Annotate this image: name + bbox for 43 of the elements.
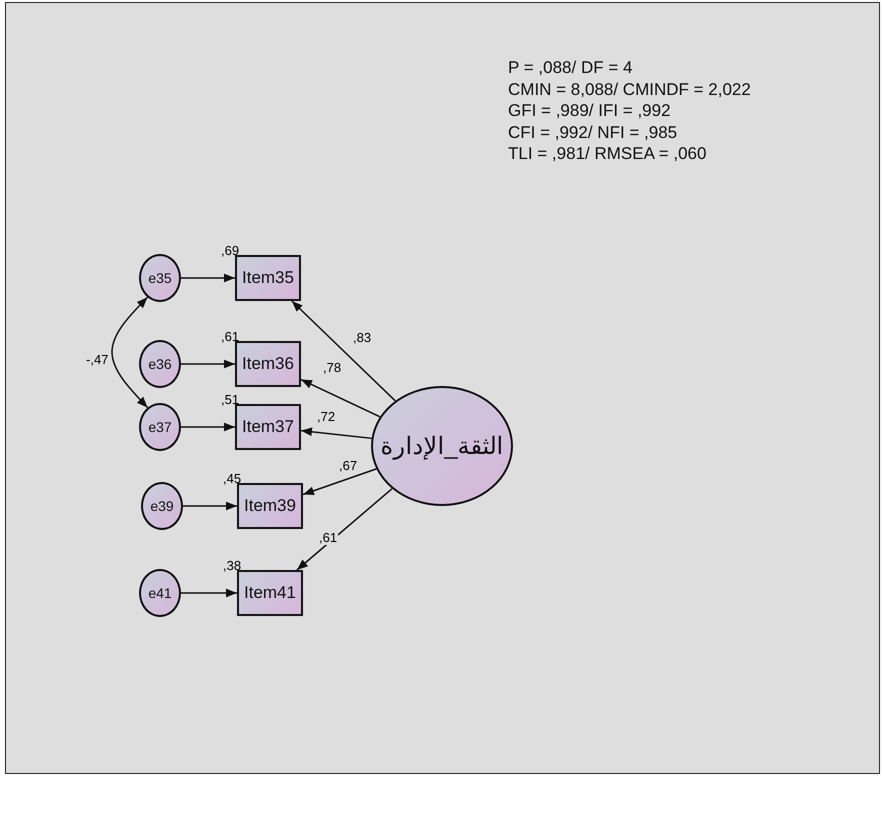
observed-variable-box bbox=[237, 570, 303, 616]
fit-statistic: GFI = ,989/ IFI = ,992 bbox=[508, 101, 671, 121]
r-squared-value: ,51 bbox=[221, 392, 240, 407]
fit-statistic: P = ,088/ DF = 4 bbox=[508, 58, 632, 78]
arrow bbox=[300, 378, 380, 418]
variable-name: e39 bbox=[150, 498, 174, 514]
variable-name: Item36 bbox=[242, 354, 294, 374]
fit-statistic: CMIN = 8,088/ CMINDF = 2,022 bbox=[508, 80, 751, 100]
variable-name: Item41 bbox=[244, 583, 296, 603]
edge-label: ,67 bbox=[338, 458, 358, 473]
edge-label: -,47 bbox=[85, 352, 110, 367]
fit-statistic: TLI = ,981/ RMSEA = ,060 bbox=[508, 144, 706, 164]
observed-variable-box bbox=[235, 341, 301, 387]
variable-name: Item37 bbox=[242, 417, 294, 437]
variable-name: e41 bbox=[148, 585, 172, 601]
variable-name: e36 bbox=[148, 356, 172, 372]
observed-variable-box bbox=[237, 483, 303, 529]
r-squared-value: ,69 bbox=[221, 243, 240, 258]
arrow bbox=[181, 274, 235, 282]
arrow bbox=[181, 360, 235, 368]
observed-variable-box bbox=[235, 255, 301, 301]
arrow bbox=[183, 502, 237, 510]
arrow bbox=[302, 468, 377, 496]
arrow bbox=[181, 422, 235, 432]
variable-name: الثقة_الإدارة bbox=[380, 432, 504, 460]
edge-label: ,61 bbox=[318, 530, 338, 545]
r-squared-value: ,45 bbox=[223, 471, 242, 486]
variable-name: Item39 bbox=[244, 496, 296, 516]
arrow bbox=[296, 488, 393, 571]
arrow bbox=[300, 427, 372, 440]
fit-statistic: CFI = ,992/ NFI = ,985 bbox=[508, 122, 678, 142]
variable-name: Item35 bbox=[242, 268, 294, 288]
arrow bbox=[291, 300, 396, 402]
edge-label: ,72 bbox=[316, 409, 336, 424]
edge-label: ,83 bbox=[352, 330, 372, 345]
variable-name: e37 bbox=[148, 419, 172, 435]
edge-label: ,78 bbox=[322, 360, 342, 375]
covariance-arrow bbox=[111, 296, 148, 408]
variable-name: e35 bbox=[148, 270, 172, 286]
observed-variable-box bbox=[235, 404, 301, 450]
arrow bbox=[181, 588, 237, 598]
r-squared-value: ,38 bbox=[223, 558, 242, 573]
r-squared-value: ,61 bbox=[221, 329, 240, 344]
